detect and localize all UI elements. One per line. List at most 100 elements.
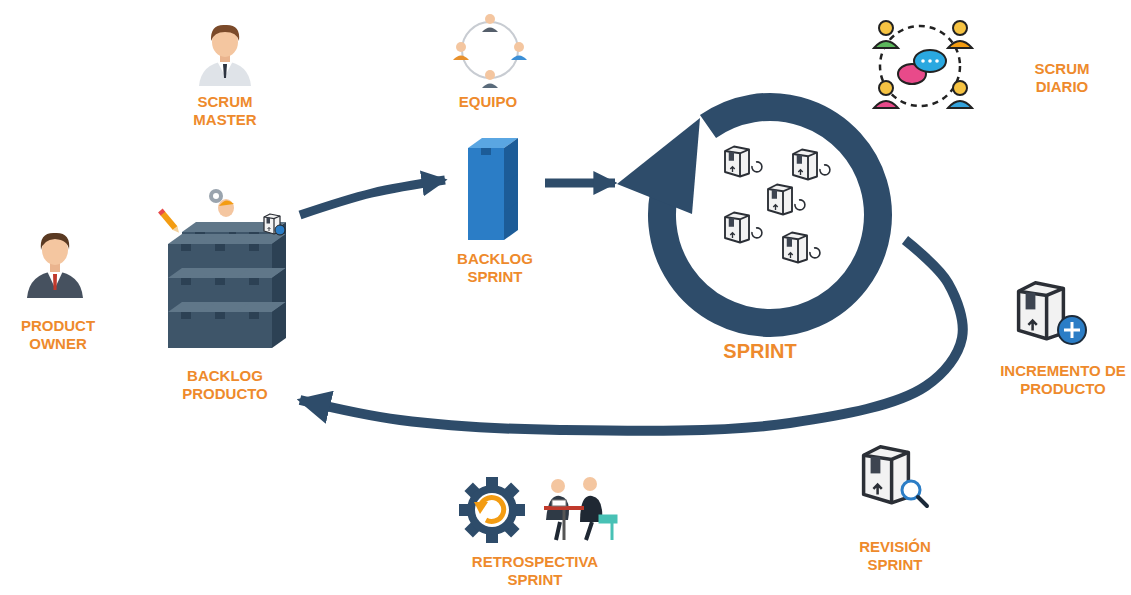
meeting-figures-part (600, 516, 616, 540)
sprint-cycle-ring-part (617, 118, 700, 214)
sprint-work-items-part-part (795, 200, 805, 210)
sprint-work-items-part (793, 150, 817, 180)
retrospective-gear-part (459, 477, 525, 543)
scrum-master-figure-part (223, 64, 227, 78)
backlog-tool-icons (158, 189, 285, 235)
team-icon-part (482, 84, 498, 89)
daily-scrum-icon-part (921, 59, 939, 63)
daily-scrum-icon-part (948, 101, 972, 108)
sprint-backlog-blocks-part (468, 138, 518, 184)
increment-icon (1019, 283, 1086, 344)
event-label: RETROSPECTIVA SPRINT (460, 553, 610, 589)
sprint-work-items-part-part (752, 162, 762, 172)
team-icon-part-part (456, 42, 466, 52)
scrum-master-figure-part (199, 61, 251, 86)
sprint-backlog: BACKLOG SPRINT (445, 140, 545, 292)
daily-scrum-icon-part (914, 50, 946, 72)
scrum-master-figure-part (211, 25, 239, 41)
retrospective-gear-part (475, 493, 509, 527)
daily-scrum-icon-part (953, 21, 967, 35)
daily-scrum-icon-part (948, 41, 972, 48)
node-label: SPRINT (660, 339, 860, 363)
meeting-figures-part (544, 506, 584, 510)
product-owner-figure-part (53, 274, 57, 290)
sprint-work-items-part (725, 147, 749, 177)
increment-icon-part (1058, 316, 1086, 344)
artifact-label: INCREMENTO DE PRODUCTO (998, 362, 1128, 398)
daily-scrum-icon-part-part (935, 59, 939, 63)
node-label: BACKLOG SPRINT (445, 250, 545, 286)
increment-icon-part (1064, 322, 1080, 338)
sprint-work-items (725, 147, 830, 263)
retrospective-gear-part (474, 502, 488, 514)
product-backlog: BACKLOG PRODUCTO (150, 205, 300, 409)
role-label: SCRUM MASTER (175, 93, 275, 129)
sprint-cycle-ring (617, 107, 878, 323)
sprint-work-items-part-part (820, 165, 830, 175)
daily-scrum-icon-part (874, 41, 898, 48)
meeting-figures-part (551, 479, 565, 493)
sprint-work-items-part (752, 162, 830, 258)
sprint-work-items-part (725, 213, 749, 243)
team-icon-part (456, 14, 524, 80)
flow-arrow (300, 240, 963, 431)
team-label: EQUIPO (428, 93, 548, 111)
sprint-work-items-part-part (810, 248, 820, 258)
product-backlog-blocks-part (236, 302, 286, 348)
flow-arrow (545, 179, 615, 188)
retrospective-gear-part-part (467, 485, 517, 535)
backlog-tool-icons-part (218, 199, 234, 217)
meeting-figures-part (583, 477, 597, 491)
team-icon-part (482, 28, 498, 33)
review-icon (864, 447, 927, 506)
product-owner-figure (27, 233, 83, 298)
backlog-tool-icons-part (213, 193, 219, 199)
scrum-master-figure (199, 25, 251, 86)
sprint-work-items-part-part (752, 228, 762, 238)
daily-scrum-icon-part (953, 81, 967, 95)
team-icon-part-part (485, 14, 495, 24)
backlog-tool-icons-part (275, 225, 285, 235)
daily-scrum-icon-part-part (928, 59, 932, 63)
daily-scrum-icon (874, 21, 972, 108)
team-icon-part-part (485, 70, 495, 80)
team-icon-part (453, 56, 469, 61)
backlog-tool-icons-part-part (173, 226, 181, 234)
sprint-cycle: SPRINT (615, 85, 905, 370)
backlog-tool-icons-part-part (158, 209, 165, 216)
sprint-work-items-part (768, 185, 792, 215)
event-label: SCRUM DIARIO (1012, 60, 1112, 96)
sprint-backlog-blocks (468, 138, 518, 240)
team-icon-part (462, 22, 518, 78)
node-label: BACKLOG PRODUCTO (170, 367, 280, 403)
increment-icon-part (1019, 283, 1064, 339)
daily-scrum-icon-part (874, 101, 898, 108)
daily-scrum-icon-part-part (921, 59, 925, 63)
team-icon-part-part (514, 42, 524, 52)
product-owner-figure-part (27, 271, 83, 298)
retrospective-gear-part (481, 497, 504, 521)
product-backlog-blocks (168, 222, 286, 348)
team-icon (453, 14, 527, 88)
meeting-figures (544, 477, 616, 540)
review-icon-part (918, 497, 927, 506)
retrospective-gear (459, 477, 525, 543)
meeting-figures-part (552, 500, 566, 506)
event-label: REVISIÓN SPRINT (840, 538, 950, 574)
backlog-tool-icons-part (209, 189, 223, 203)
daily-scrum-icon-part (879, 81, 893, 95)
flow-arrow (300, 180, 445, 215)
product-owner-figure-part (41, 233, 69, 250)
role-label: PRODUCT OWNER (3, 317, 113, 353)
backlog-tool-icons-part (219, 200, 234, 206)
meeting-figures-part (556, 522, 592, 540)
daily-scrum-icon-part (879, 21, 893, 35)
team-icon-part (511, 56, 527, 61)
meeting-figures-part (563, 510, 566, 540)
sprint-work-items-part (783, 233, 807, 263)
backlog-tool-icons-part (158, 209, 181, 235)
daily-scrum-icon-part (880, 26, 960, 106)
